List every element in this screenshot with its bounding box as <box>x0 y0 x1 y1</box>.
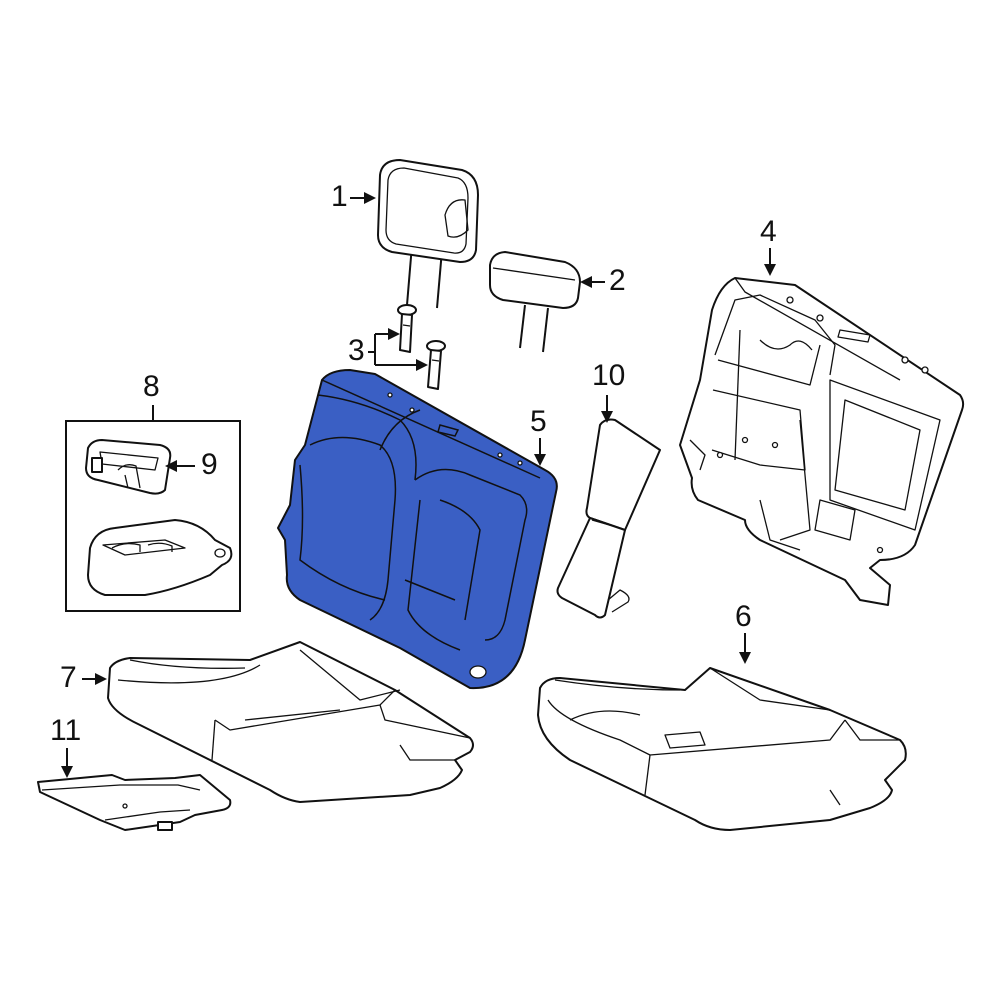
callout-11[interactable]: 11 <box>50 714 81 747</box>
seat-back-frame-part[interactable] <box>679 277 965 606</box>
callout-9[interactable]: 9 <box>201 448 218 481</box>
callout-6[interactable]: 6 <box>735 600 752 633</box>
cushion-pad-part[interactable] <box>37 774 232 831</box>
callout-4[interactable]: 4 <box>760 215 777 248</box>
callout-3[interactable]: 3 <box>348 334 365 367</box>
seat-back-cover-part[interactable] <box>277 369 558 690</box>
leader-lines <box>61 192 776 778</box>
seat-back-panel-part[interactable] <box>556 418 661 619</box>
armrest-assembly-part[interactable] <box>65 420 241 612</box>
headrest-right-part[interactable] <box>489 251 581 353</box>
cup-holder-part[interactable] <box>85 439 172 495</box>
callout-7[interactable]: 7 <box>60 661 77 694</box>
callout-labels: 1 2 3 4 5 6 7 8 9 10 11 <box>50 180 777 747</box>
headrest-left-part[interactable] <box>377 159 479 309</box>
headrest-guides-part[interactable] <box>397 304 446 390</box>
callout-5[interactable]: 5 <box>530 405 547 438</box>
seat-cushion-left-part[interactable] <box>107 641 474 803</box>
callout-1[interactable]: 1 <box>331 180 348 213</box>
callout-8[interactable]: 8 <box>143 370 160 403</box>
callout-10[interactable]: 10 <box>592 359 625 392</box>
seat-cushion-right-part[interactable] <box>537 667 907 831</box>
callout-2[interactable]: 2 <box>609 264 626 297</box>
